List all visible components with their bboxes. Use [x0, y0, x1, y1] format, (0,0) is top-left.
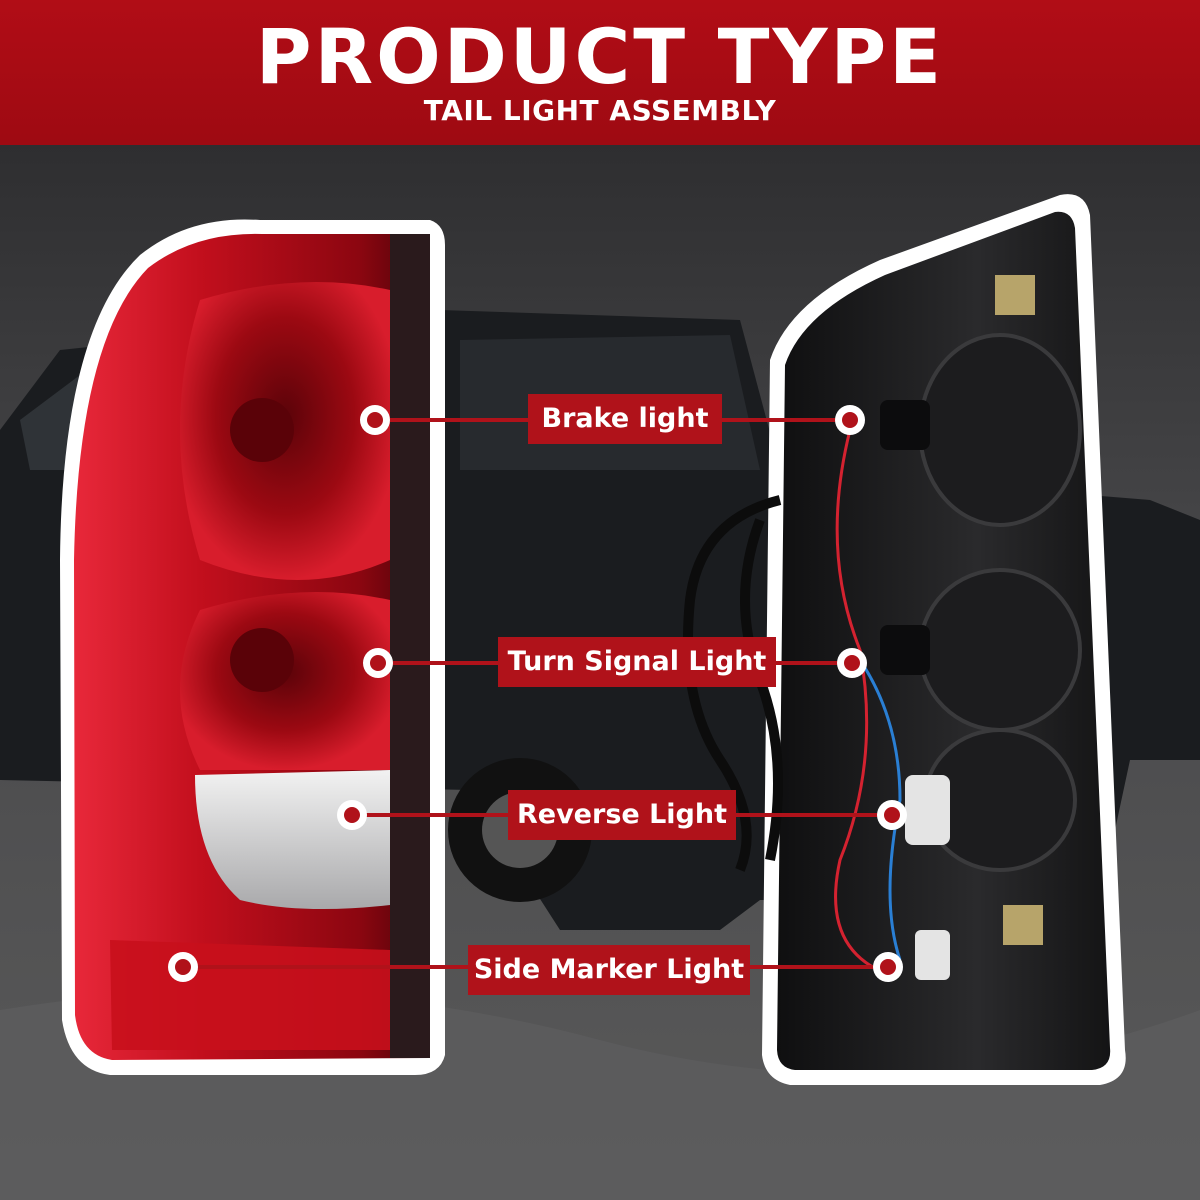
callout-reverse-light: Reverse Light — [508, 790, 736, 840]
callout-brake-light: Brake light — [528, 394, 722, 444]
callout-dots — [168, 405, 907, 982]
page-title: PRODUCT TYPE — [255, 12, 945, 101]
title-banner: PRODUCT TYPE TAIL LIGHT ASSEMBLY — [0, 0, 1200, 145]
callout-turn-signal-light: Turn Signal Light — [498, 637, 776, 687]
callout-side-marker-light: Side Marker Light — [468, 945, 750, 995]
page-subtitle: TAIL LIGHT ASSEMBLY — [423, 94, 777, 127]
